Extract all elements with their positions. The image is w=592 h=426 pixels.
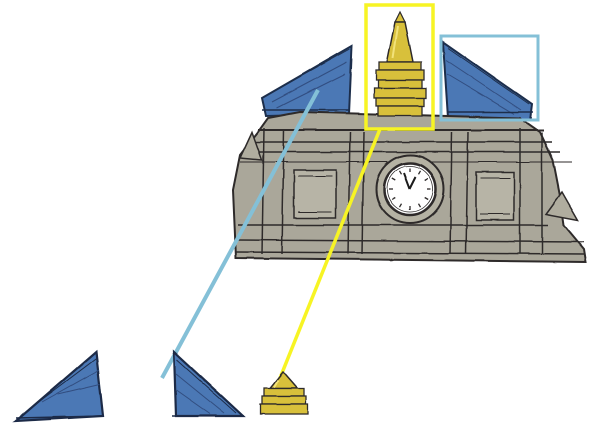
building-sketch [233, 12, 586, 262]
clock [376, 155, 444, 223]
right-roof-shape [443, 42, 533, 120]
extracted-right-roof [172, 352, 244, 416]
spire-shape [374, 12, 426, 116]
extracted-left-roof [16, 352, 104, 421]
extracted-spire [260, 372, 308, 414]
left-roof-shape [262, 46, 352, 116]
